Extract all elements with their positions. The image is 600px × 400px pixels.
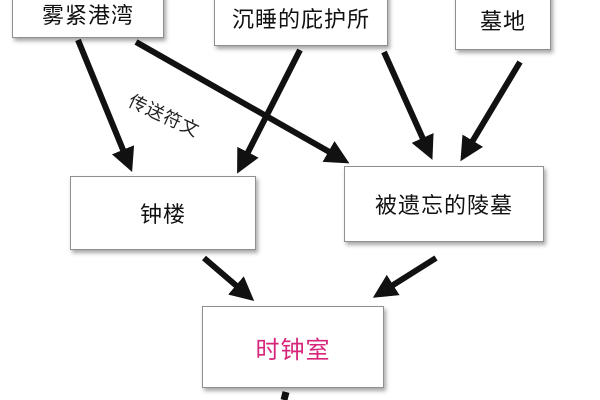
arrow-tomb-to-clockroom	[372, 255, 438, 298]
node-clock-room-label: 时钟室	[255, 335, 331, 364]
arrow-graveyard-to-tomb	[460, 60, 523, 162]
node-clock-room: 时钟室	[202, 306, 384, 388]
node-forgotten-tomb-label: 被遗忘的陵墓	[374, 194, 513, 219]
node-graveyard-label: 墓地	[479, 10, 526, 35]
node-graveyard: 墓地	[455, 0, 551, 50]
arrow-shelter-to-clocktower	[237, 48, 303, 174]
node-clock-tower-label: 钟楼	[139, 203, 186, 228]
arrow-shelter-to-tomb	[381, 50, 434, 160]
node-forgotten-tomb: 被遗忘的陵墓	[344, 166, 544, 242]
node-sleeping-shelter-label: 沉睡的庇护所	[231, 8, 370, 33]
arrow-clockroom-down	[280, 391, 290, 400]
arrow-wumi-to-clocktower	[75, 38, 135, 172]
arrow-clocktower-to-clockroom	[202, 255, 255, 302]
arrow-wumi-to-tomb-teleport	[134, 39, 350, 164]
node-sleeping-shelter: 沉睡的庇护所	[214, 0, 388, 46]
node-wumi-bay-label: 雾紧港湾	[41, 4, 134, 29]
node-wumi-bay: 雾紧港湾	[12, 0, 164, 38]
node-clock-tower: 钟楼	[70, 176, 256, 250]
